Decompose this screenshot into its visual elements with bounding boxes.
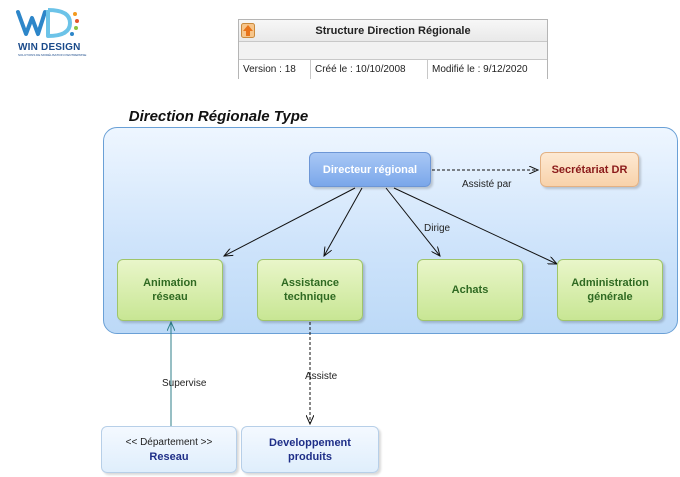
node-directeur-regional[interactable]: Directeur régional	[309, 152, 431, 187]
info-box-row: Version : 18 Créé le : 10/10/2008 Modifi…	[239, 60, 547, 79]
link-directeur-assistance[interactable]	[324, 187, 363, 256]
node-secretariat-dr[interactable]: Secrétariat DR	[540, 152, 639, 187]
logo-name: WIN DESIGN	[18, 42, 81, 53]
windesign-logo-mark	[16, 8, 79, 38]
info-box-spacer	[239, 42, 547, 60]
link-directeur-animation[interactable]	[224, 187, 356, 256]
link-dirige[interactable]	[385, 187, 440, 256]
department-stereotype: << Département >>	[125, 436, 213, 448]
diagram-title: Direction Régionale Type	[128, 108, 309, 125]
logo-tagline: SOLUTIONS DE MODÉLISATION D'ENTREPRISE	[18, 53, 87, 57]
node-achats[interactable]: Achats	[417, 259, 523, 321]
node-administration-generale[interactable]: Administration générale	[557, 259, 663, 321]
windesign-logo: WIN DESIGN SOLUTIONS DE MODÉLISATION D'E…	[14, 4, 87, 57]
link-directeur-administration[interactable]	[393, 187, 557, 264]
label-supervise: Supervise	[162, 378, 207, 389]
node-animation-reseau[interactable]: Animation réseau	[117, 259, 223, 321]
node-departement-reseau[interactable]: << Département >> Reseau	[101, 426, 237, 473]
created-cell: Créé le : 10/10/2008	[311, 60, 428, 79]
label-assiste: Assiste	[305, 371, 338, 382]
department-name: Reseau	[149, 450, 189, 463]
label-dirige: Dirige	[424, 223, 451, 234]
node-developpement-produits[interactable]: Developpement produits	[241, 426, 379, 473]
arrow-up-icon[interactable]	[241, 23, 255, 38]
version-cell: Version : 18	[239, 60, 311, 79]
diagram-info-box: Structure Direction Régionale Version : …	[238, 19, 548, 79]
info-box-title: Structure Direction Régionale	[315, 25, 471, 37]
node-assistance-technique[interactable]: Assistance technique	[257, 259, 363, 321]
label-assiste-par: Assisté par	[462, 179, 512, 190]
modified-cell: Modifié le : 9/12/2020	[432, 64, 528, 75]
info-box-header: Structure Direction Régionale	[239, 20, 547, 42]
